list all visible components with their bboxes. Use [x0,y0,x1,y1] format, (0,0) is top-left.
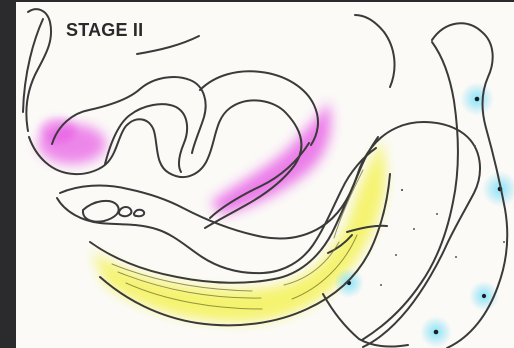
small-oval-mid [119,207,131,216]
speckle-6 [380,284,382,286]
small-oval-left [83,201,119,222]
diagram-title: STAGE II [66,20,143,41]
magenta-highlight-right [211,102,331,215]
magenta-highlight-left [38,118,106,164]
speckle-8 [503,241,505,243]
right-upper-curve [355,15,395,87]
small-oval-right [134,210,144,217]
diagram-panel: STAGE II [16,2,514,348]
speckle-1 [401,189,403,191]
speckle-3 [436,213,438,215]
folded-tissue-inner-b [105,104,187,172]
outline-top-curve [137,36,199,54]
speckle-5 [455,256,457,258]
stage-diagram-svg [16,2,514,348]
speckle-7 [474,145,476,147]
speckle-2 [413,228,415,230]
speckles [380,145,505,286]
speckle-4 [395,254,397,256]
